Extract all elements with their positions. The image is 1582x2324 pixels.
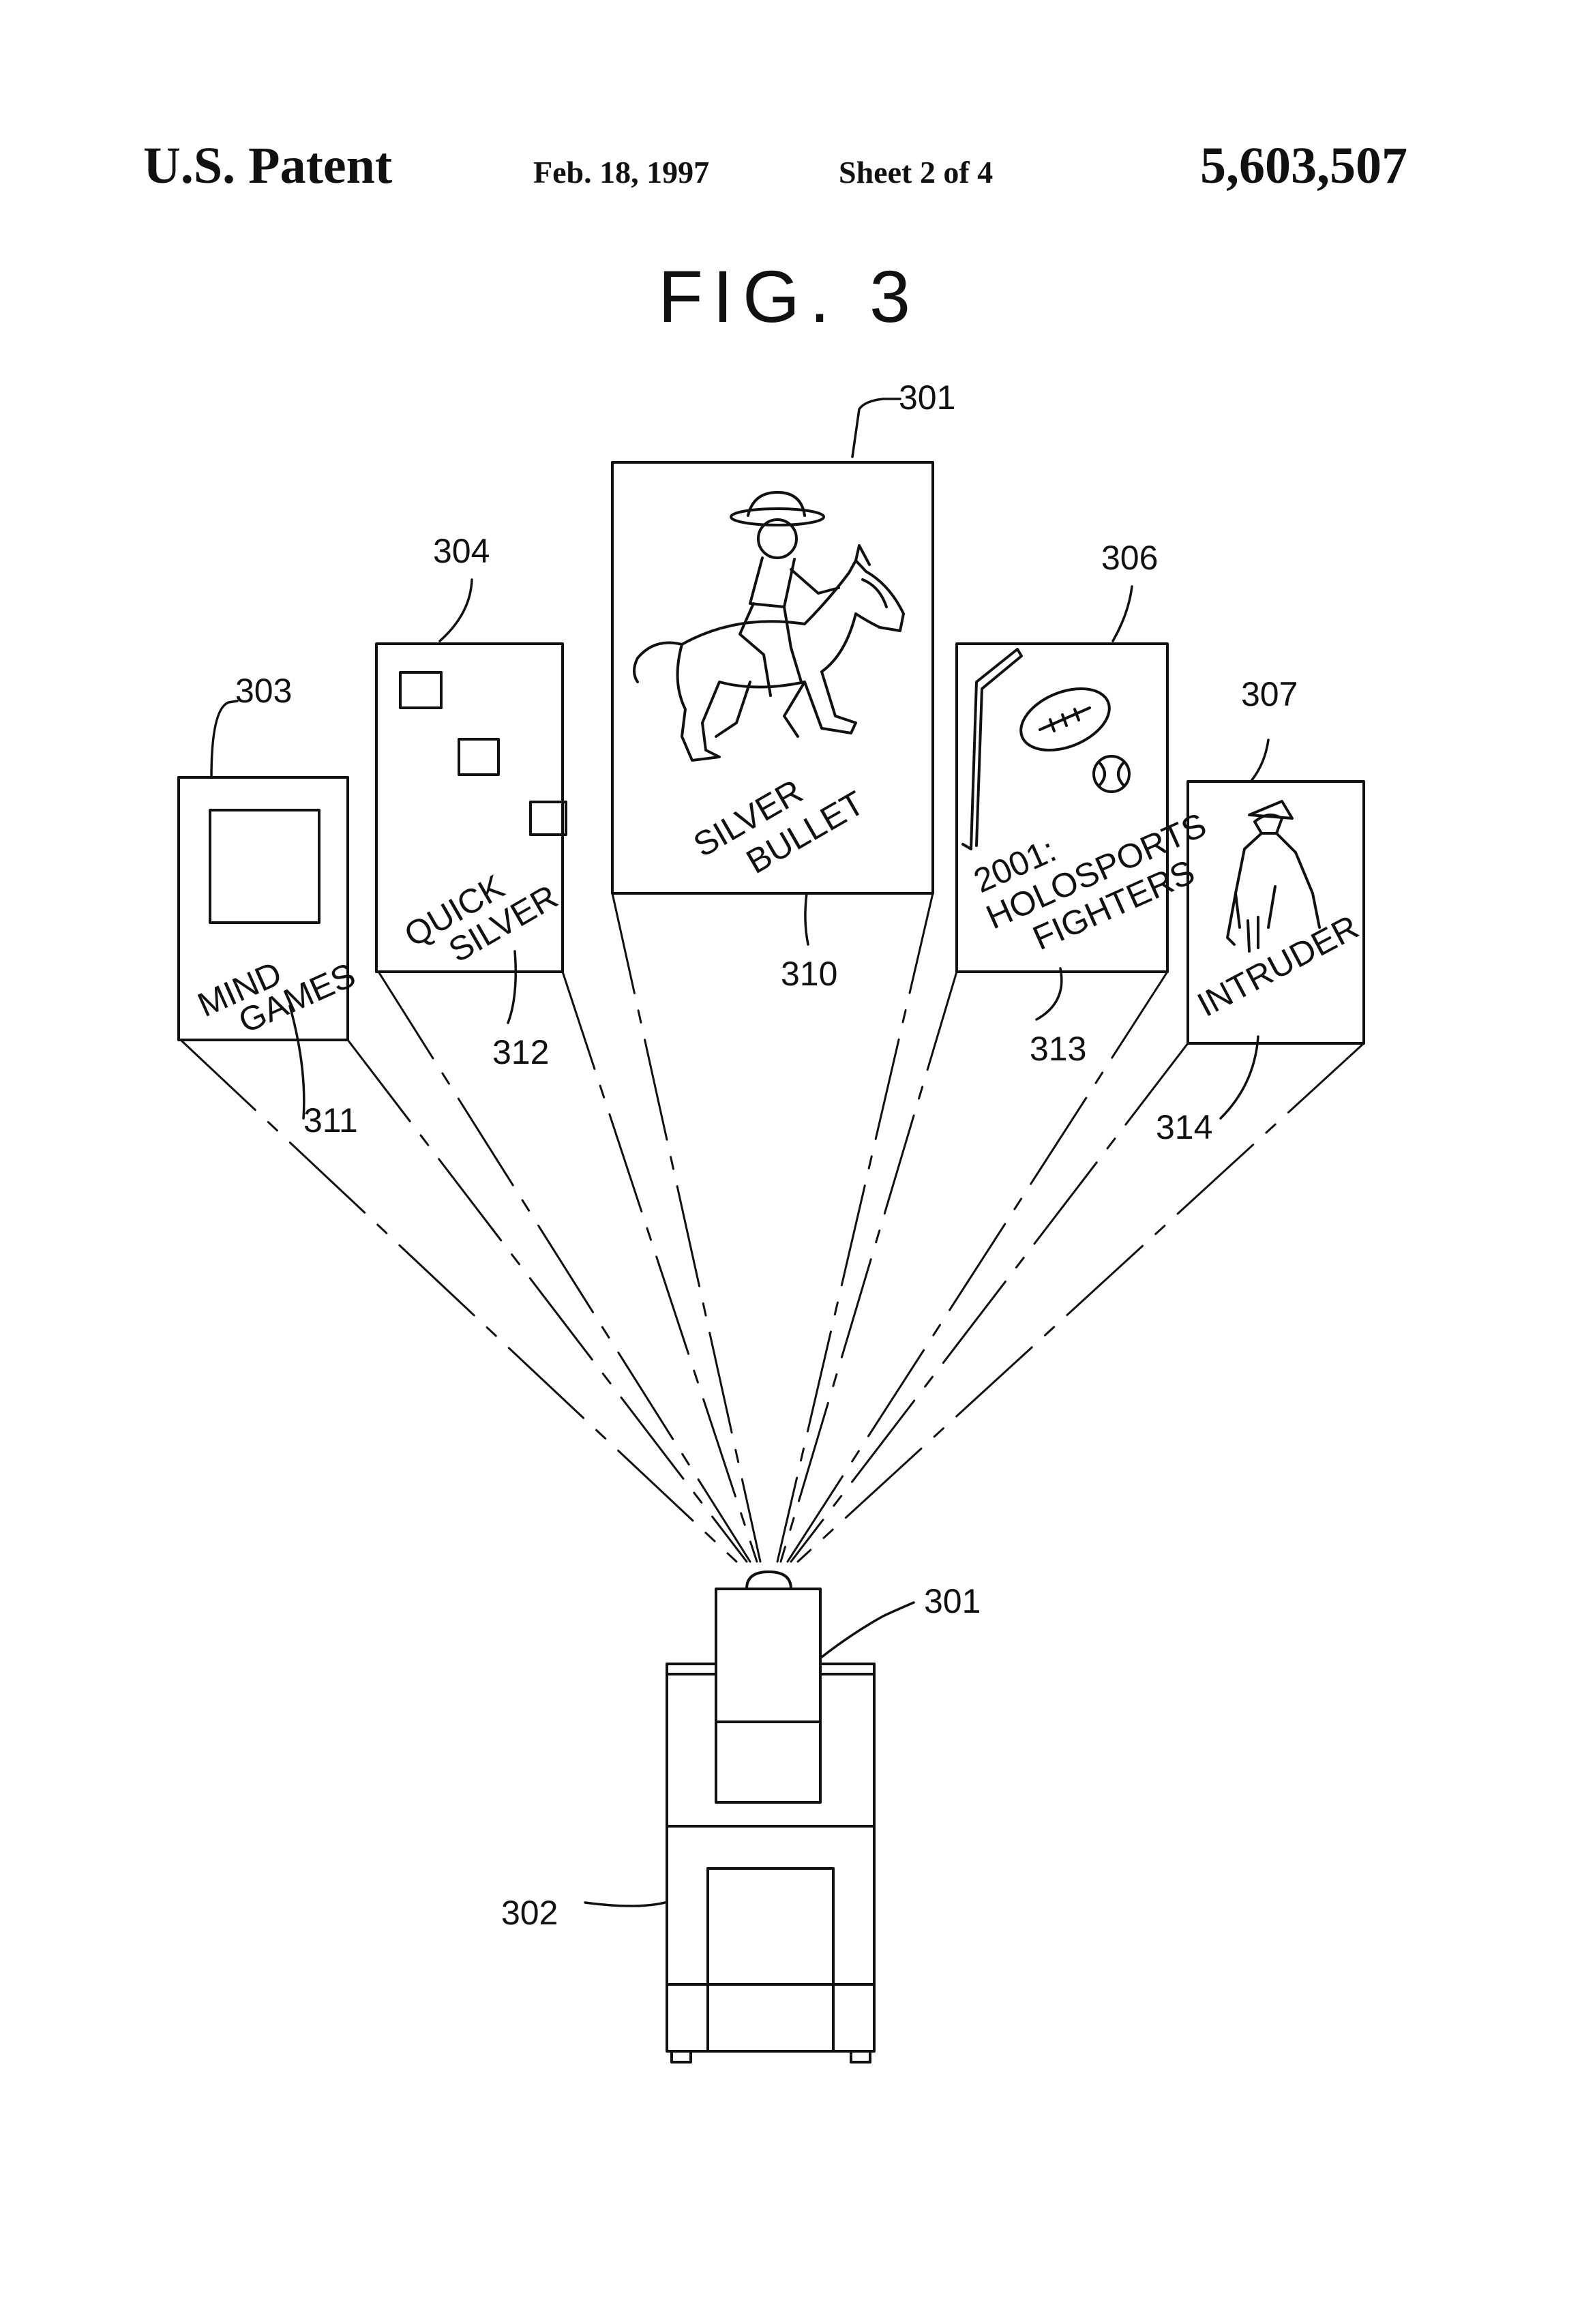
ref-304: 304: [433, 532, 490, 570]
patent-number: 5,603,507: [1200, 137, 1407, 194]
sports-equipment-drawing: [961, 648, 1131, 850]
figure-title: FIG. 3: [658, 255, 920, 338]
ref-310: 310: [781, 955, 837, 993]
quick-silver-square: [399, 671, 443, 709]
projector-head: [715, 1588, 822, 1723]
ref-301-bottom: 301: [924, 1582, 981, 1620]
intruder-figure-drawing: [1226, 800, 1321, 953]
ref-312: 312: [492, 1033, 549, 1071]
mind-games-monitor: [209, 809, 320, 924]
screen-301-silver-bullet: [611, 461, 934, 895]
patent-sheet: Sheet 2 of 4: [839, 155, 994, 190]
quick-silver-square: [458, 738, 500, 776]
projector-cabinet: [666, 1570, 876, 2064]
cowboy-horse-drawing: [633, 491, 905, 762]
ref-302: 302: [501, 1894, 558, 1932]
ref-306: 306: [1101, 539, 1158, 577]
leader-lines: [210, 398, 1270, 1907]
ref-313: 313: [1030, 1030, 1086, 1068]
ref-301-top: 301: [899, 378, 955, 417]
quick-silver-square: [529, 801, 567, 836]
patent-label: U.S. Patent: [143, 137, 393, 194]
ref-303: 303: [235, 672, 292, 710]
patent-date: Feb. 18, 1997: [533, 155, 710, 190]
ref-307: 307: [1241, 675, 1298, 713]
projection-beams: [179, 892, 1365, 1563]
ref-314: 314: [1156, 1108, 1212, 1146]
screen-307-intruder: [1186, 780, 1365, 1045]
ref-311: 311: [303, 1101, 358, 1139]
